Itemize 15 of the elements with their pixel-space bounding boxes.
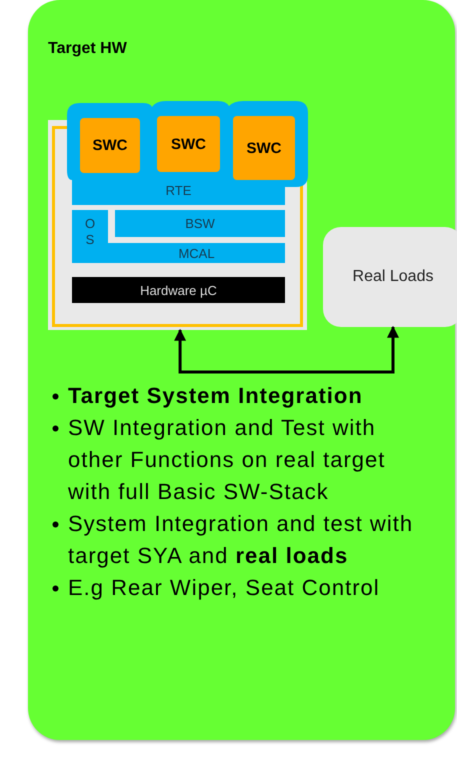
bullet-text: SW Integration and Test with other Functions on real target with full Basic SW-Stack [68, 415, 386, 504]
swc-box: SWC [80, 118, 140, 173]
real-loads-box: Real Loads [323, 227, 457, 327]
os-layer: O S [72, 210, 108, 263]
swc-box: SWC [233, 116, 295, 180]
target-hw-panel [28, 0, 455, 740]
hardware-layer: Hardware µC [72, 277, 285, 303]
software-layer: BSW [115, 210, 285, 237]
panel-title: Target HW [48, 40, 127, 58]
bullet-text: System Integration and test with target SYA and real loads [68, 511, 414, 568]
double-arrow [174, 326, 399, 374]
software-layer: MCAL [108, 243, 285, 263]
swc-box: SWC [157, 116, 220, 172]
bullet-text: E.g Rear Wiper, Seat Control [68, 575, 380, 600]
bullet-text: Target System Integration [68, 383, 363, 408]
